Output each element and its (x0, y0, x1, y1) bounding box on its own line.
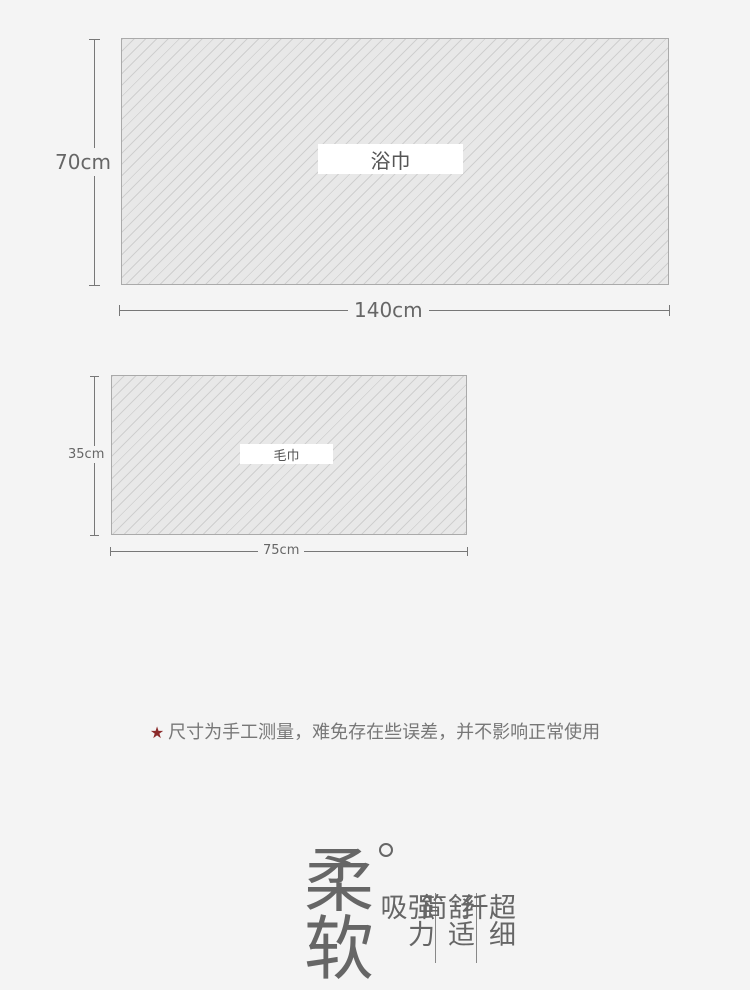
face-towel-name: 毛巾 (273, 448, 300, 464)
feature-divider-2 (476, 893, 477, 963)
face-width-tick-left (110, 547, 111, 556)
face-width-label: 75cm (258, 543, 305, 558)
face-height-tick-top (90, 376, 99, 377)
feature-col-1: 强力吸 (375, 893, 434, 947)
bath-height-tick-bottom (89, 285, 100, 286)
face-towel-name-label: 毛巾 (240, 444, 333, 464)
feature-title-char-2: 软 (304, 908, 374, 990)
star-icon: ★ (149, 723, 165, 742)
measurement-note: ★尺寸为手工测量，难免存在些误差，并不影响正常使用 (0, 718, 750, 744)
face-width-tick-right (467, 547, 468, 556)
bath-height-label: 70cm (55, 148, 111, 176)
feature-col-3: 超细纤 (456, 893, 515, 947)
bath-width-tick-right (669, 305, 670, 316)
bath-width-label: 140cm (348, 298, 429, 322)
face-height-label: 35cm (68, 446, 105, 463)
bath-towel-name: 浴巾 (370, 148, 411, 173)
bath-width-tick-left (119, 305, 120, 316)
bath-height-tick-top (89, 39, 100, 40)
feature-divider-1 (435, 893, 436, 963)
measurement-note-text: 尺寸为手工测量，难免存在些误差，并不影响正常使用 (168, 722, 601, 743)
feature-col-2: 舒适简 (415, 893, 474, 947)
feature-title-char-1: 柔 (304, 840, 374, 922)
circle-icon (379, 843, 393, 857)
face-height-tick-bottom (90, 535, 99, 536)
bath-towel-name-label: 浴巾 (318, 144, 463, 174)
